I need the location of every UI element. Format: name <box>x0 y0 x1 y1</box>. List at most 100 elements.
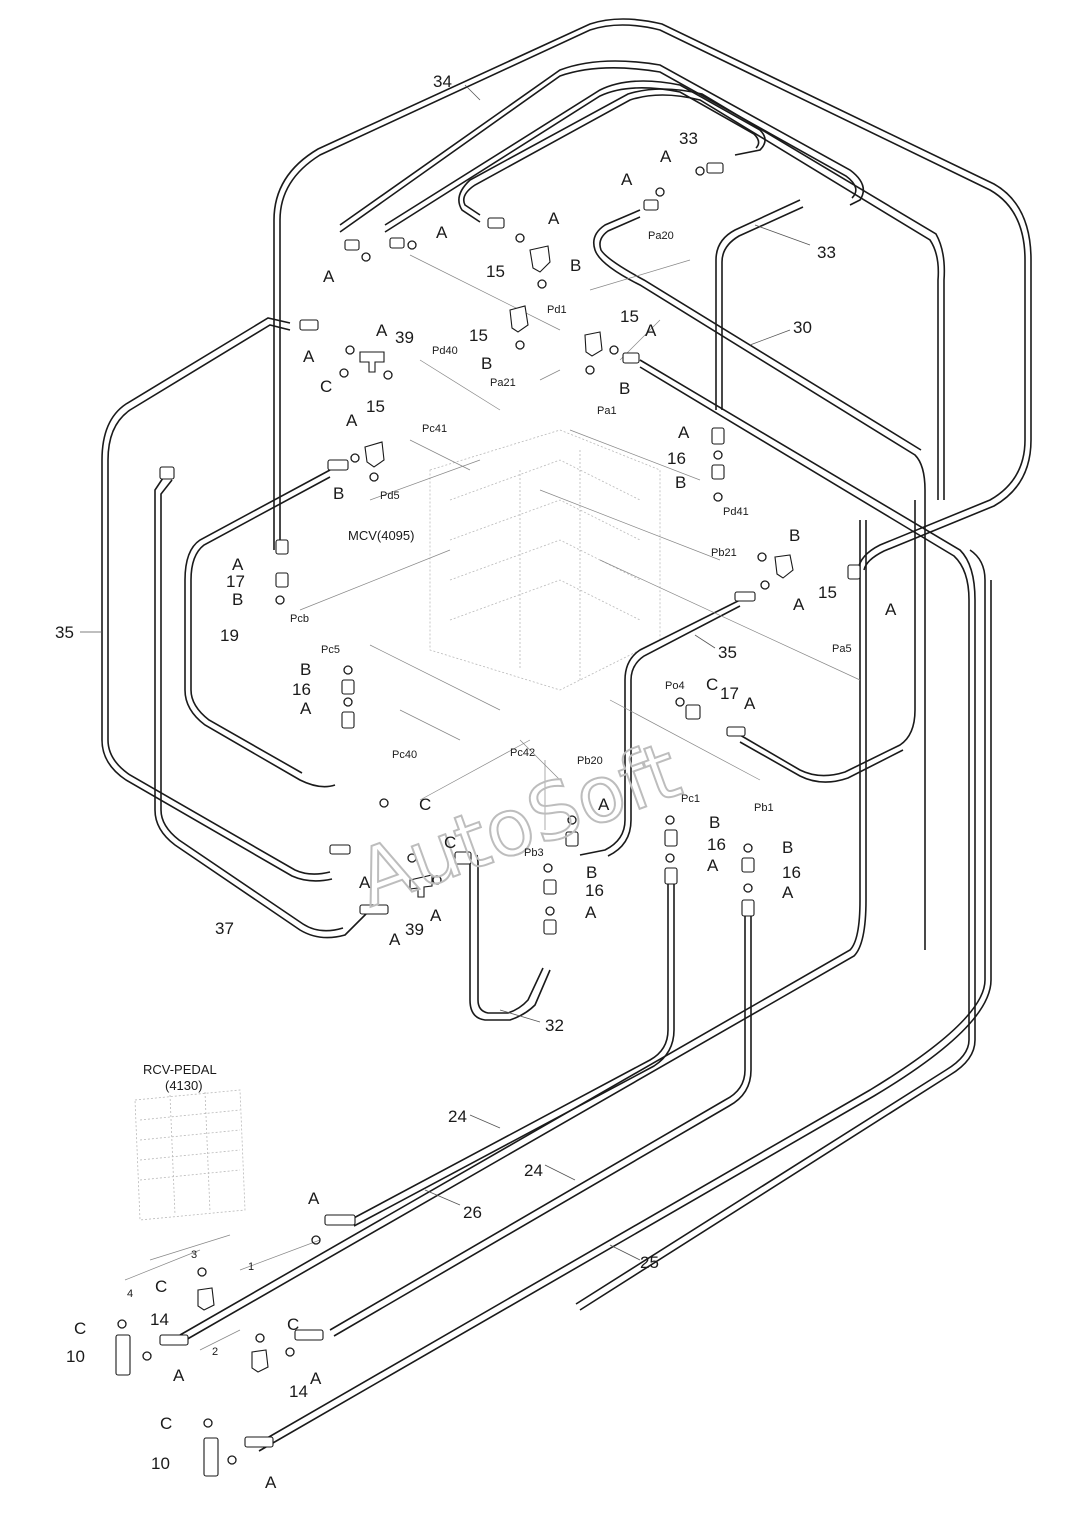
pedal-port-4: 4 <box>127 1288 133 1300</box>
callout-14-a: 14 <box>150 1310 169 1329</box>
letter-b: B <box>570 256 581 275</box>
port-po4: Po4 <box>665 680 685 692</box>
letter-c: C <box>419 795 431 814</box>
letter-a: A <box>265 1473 277 1492</box>
callout-39-bottom: 39 <box>405 920 424 939</box>
callout-17-a: 17 <box>226 572 245 591</box>
callout-15-b: 15 <box>469 326 488 345</box>
letter-a: A <box>389 930 401 949</box>
callout-33-right: 33 <box>817 243 836 262</box>
letter-a: A <box>707 856 719 875</box>
letter-b: B <box>586 863 597 882</box>
letter-a: A <box>660 147 672 166</box>
o-rings <box>117 166 770 1465</box>
callout-14-b: 14 <box>289 1382 308 1401</box>
port-pb21: Pb21 <box>711 547 737 559</box>
letter-a: A <box>323 267 335 286</box>
callout-10-a: 10 <box>66 1347 85 1366</box>
callout-30: 30 <box>793 318 812 337</box>
callout-16-e: 16 <box>782 863 801 882</box>
letter-a: A <box>232 555 244 574</box>
hose-32 <box>464 854 551 1021</box>
letter-b: B <box>709 813 720 832</box>
port-pa21: Pa21 <box>490 377 516 389</box>
callout-33-top: 33 <box>679 129 698 148</box>
letter-c: C <box>444 833 456 852</box>
port-pc1: Pc1 <box>681 793 700 805</box>
letter-a: A <box>782 883 794 902</box>
callout-15-a: 15 <box>486 262 505 281</box>
callout-32: 32 <box>545 1016 564 1035</box>
callout-16-a: 16 <box>667 449 686 468</box>
letter-c: C <box>74 1319 86 1338</box>
letter-b: B <box>300 660 311 679</box>
letter-a: A <box>598 795 610 814</box>
letter-a: A <box>303 347 315 366</box>
callout-24-left: 24 <box>448 1107 467 1126</box>
letter-b: B <box>675 473 686 492</box>
letter-b: B <box>333 484 344 503</box>
pedal-port-2: 2 <box>212 1346 218 1358</box>
port-pb20: Pb20 <box>577 755 603 767</box>
callout-15-e: 15 <box>818 583 837 602</box>
mcv-label: MCV(4095) <box>348 528 414 543</box>
callout-37: 37 <box>215 919 234 938</box>
hose-30 <box>579 359 976 1311</box>
port-pa20: Pa20 <box>648 230 674 242</box>
letter-a: A <box>308 1189 320 1208</box>
letter-b: B <box>481 354 492 373</box>
rcv-pedal-valve <box>134 1089 246 1221</box>
callout-35-left: 35 <box>55 623 74 642</box>
letter-b: B <box>232 590 243 609</box>
callout-25: 25 <box>640 1253 659 1272</box>
port-pb3: Pb3 <box>524 847 544 859</box>
rcv-pedal-code: (4130) <box>165 1078 203 1093</box>
pedal-port-1: 1 <box>248 1261 254 1273</box>
hose-34 <box>279 24 1026 571</box>
hose-37 <box>154 474 371 939</box>
callout-17-b: 17 <box>720 684 739 703</box>
port-pd41: Pd41 <box>723 506 749 518</box>
callout-numbers: 34 33 33 30 35 35 37 32 24 24 26 25 39 3… <box>55 72 837 1473</box>
seal-letters: A A A A A B A A B A C B A A B B B A B A … <box>74 147 897 1492</box>
letter-c: C <box>320 377 332 396</box>
hose-24b <box>329 910 746 1331</box>
hose-35 <box>107 324 331 875</box>
callout-16-c: 16 <box>585 881 604 900</box>
letter-a: A <box>436 223 448 242</box>
callout-39-top: 39 <box>395 328 414 347</box>
hoses <box>101 18 1032 1452</box>
letter-c: C <box>160 1414 172 1433</box>
port-pd5: Pd5 <box>380 490 400 502</box>
letter-a: A <box>885 600 897 619</box>
letter-a: A <box>548 209 560 228</box>
letter-a: A <box>793 595 805 614</box>
letter-a: A <box>678 423 690 442</box>
callout-34: 34 <box>433 72 452 91</box>
letter-a: A <box>621 170 633 189</box>
letter-a: A <box>744 694 756 713</box>
rcv-pedal-label: RCV-PEDAL <box>143 1062 217 1077</box>
letter-a: A <box>346 411 358 430</box>
callout-15-d: 15 <box>366 397 385 416</box>
callout-10-b: 10 <box>151 1454 170 1473</box>
port-labels: Pa20 Pd1 Pd40 Pa21 Pa1 Pc41 Pd5 Pd41 Pb2… <box>127 230 852 1358</box>
hose-24a <box>349 880 669 1221</box>
callout-26: 26 <box>463 1203 482 1222</box>
mcv-main-control-valve <box>429 429 661 691</box>
callout-16-d: 16 <box>707 835 726 854</box>
port-pd40: Pd40 <box>432 345 458 357</box>
letter-b: B <box>789 526 800 545</box>
port-pa1: Pa1 <box>597 405 617 417</box>
port-pcb: Pcb <box>290 613 309 625</box>
letter-a: A <box>310 1369 322 1388</box>
letter-a: A <box>645 321 657 340</box>
letter-b: B <box>619 379 630 398</box>
callout-19: 19 <box>220 626 239 645</box>
letter-a: A <box>376 321 388 340</box>
letter-a: A <box>300 699 312 718</box>
letter-c: C <box>287 1315 299 1334</box>
port-pc41: Pc41 <box>422 423 447 435</box>
port-pc5: Pc5 <box>321 644 340 656</box>
